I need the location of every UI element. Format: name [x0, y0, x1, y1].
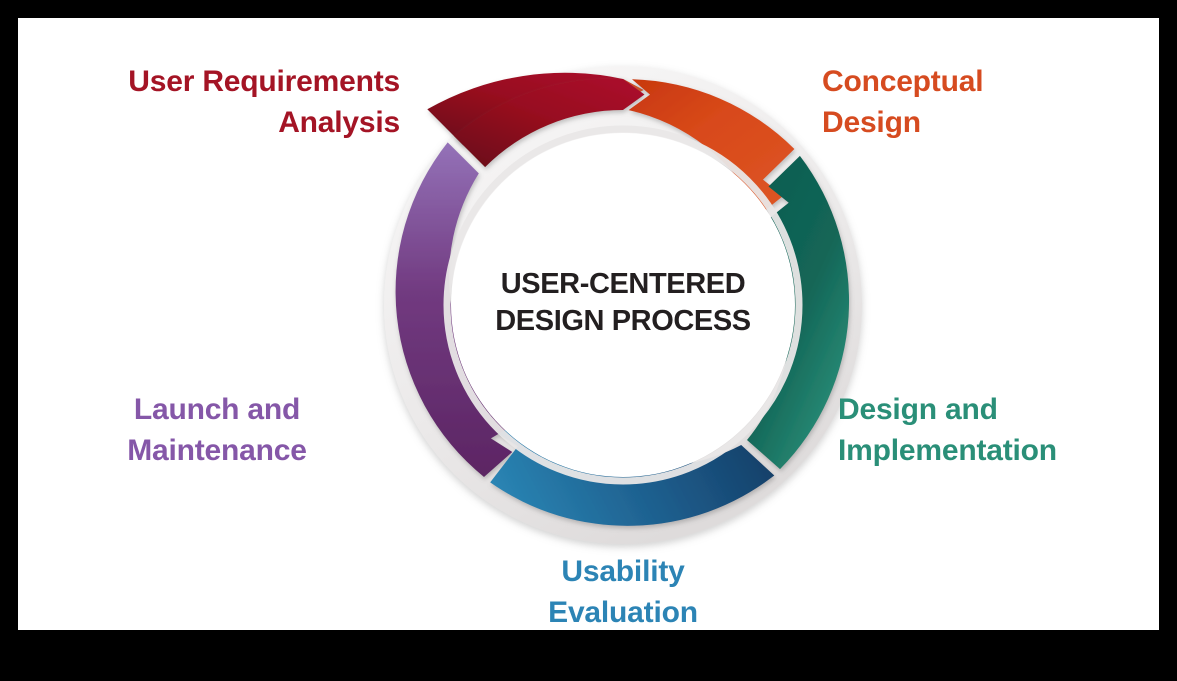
- diagram-canvas: USER-CENTERED DESIGN PROCESS User Requir…: [18, 18, 1159, 630]
- ring-inner-rim: [443, 125, 803, 485]
- label-user-requirements-analysis-line2: Analysis: [278, 105, 400, 139]
- segment-user-requirements-analysis: [454, 78, 645, 168]
- label-conceptual-design: Conceptual Design: [822, 62, 1152, 144]
- label-user-requirements-analysis: User Requirements Analysis: [30, 62, 400, 144]
- user-centered-design-cycle: [370, 52, 876, 558]
- label-usability-evaluation-line1: Usability: [561, 555, 685, 588]
- label-conceptual-design-line1: Conceptual: [822, 65, 984, 98]
- label-launch-and-maintenance: Launch and Maintenance: [62, 390, 372, 472]
- label-launch-and-maintenance-line1: Launch and: [133, 393, 301, 426]
- segment-conceptual-design: [628, 79, 795, 214]
- label-design-and-implementation-line2: Implementation: [838, 433, 1057, 467]
- ring-core: [451, 133, 795, 477]
- label-conceptual-design-line2: Design: [822, 105, 921, 139]
- label-launch-and-maintenance-line2: Maintenance: [127, 433, 307, 467]
- label-usability-evaluation: Usability Evaluation: [456, 552, 790, 630]
- label-user-requirements-analysis-line1: User Requirements: [128, 65, 400, 98]
- label-design-and-implementation: Design and Implementation: [838, 390, 1158, 472]
- label-usability-evaluation-line2: Evaluation: [548, 595, 698, 629]
- label-design-and-implementation-line1: Design and: [838, 393, 998, 426]
